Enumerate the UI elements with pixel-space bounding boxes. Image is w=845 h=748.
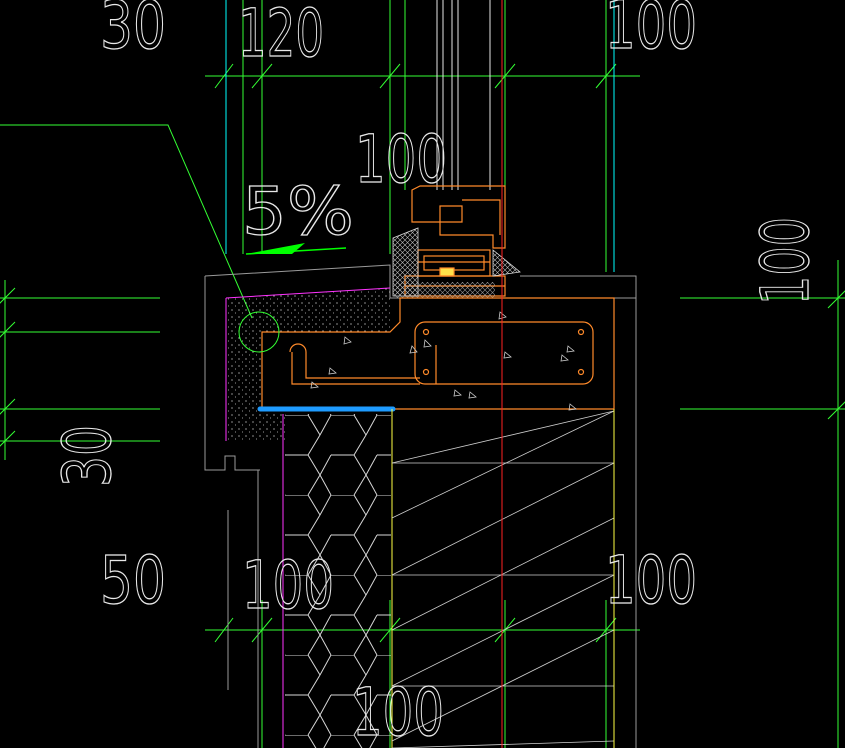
- dim-bottom-100: 100: [352, 674, 444, 748]
- dimension-labels: 30 120 100 100 5% 100 30 50 100 100 100: [48, 0, 824, 748]
- wall-edges: [501, 0, 615, 748]
- dim-mid-100-left: 100: [242, 547, 334, 624]
- window-frame-profile: [404, 185, 506, 297]
- detail-marker-circle: [238, 311, 280, 353]
- dim-right-100: 100: [747, 217, 824, 305]
- cyan-reference-lines: [225, 0, 615, 272]
- dim-upper-100: 100: [355, 121, 447, 198]
- dim-mid-50: 50: [100, 542, 166, 619]
- slope-arrow: [245, 243, 347, 255]
- dim-top-120: 120: [238, 0, 324, 72]
- dim-top-30: 30: [100, 0, 166, 64]
- window-glass-lines: [436, 0, 491, 190]
- dim-left-30: 30: [49, 425, 126, 487]
- mortar-fill: [225, 287, 391, 441]
- wall-hatch: [391, 410, 615, 748]
- dim-slope: 5%: [242, 173, 354, 250]
- window-sill-mesh: [392, 227, 521, 298]
- concrete-aggregate: [310, 311, 577, 411]
- dim-mid-100-right: 100: [605, 542, 697, 619]
- insulation-block: [282, 409, 393, 748]
- dim-top-100: 100: [605, 0, 697, 64]
